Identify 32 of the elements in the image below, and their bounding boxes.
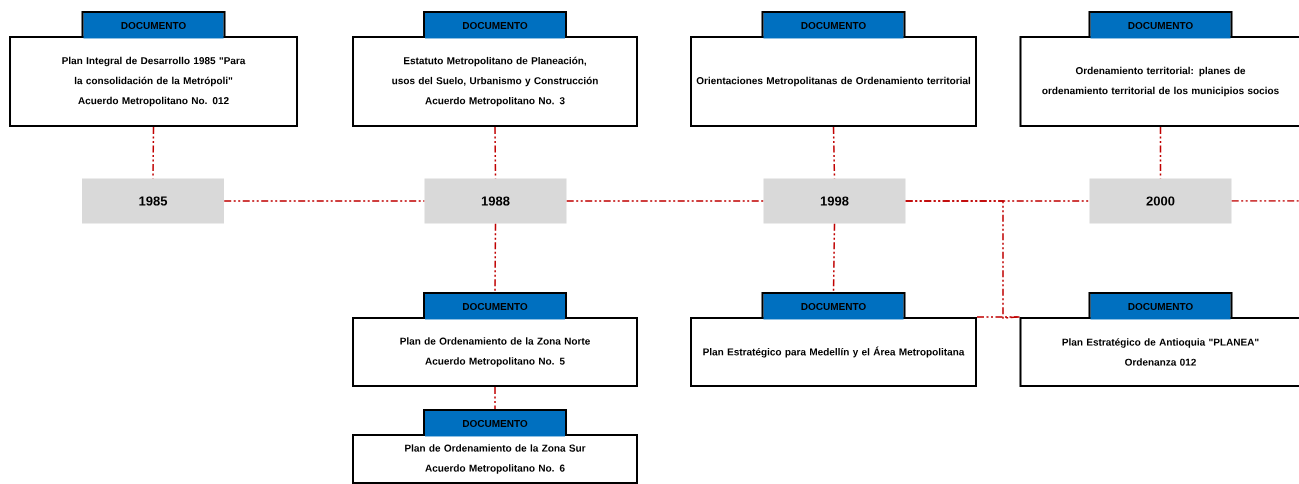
document-tab: DOCUMENTO [761,11,906,39]
document-tab: DOCUMENTO [1088,11,1233,39]
year-box: 2000 [1089,178,1232,224]
document-text: Ordenanza 012 [1125,358,1196,366]
document-text: Acuerdo Metropolitano No. 5 [425,357,565,367]
connector-line [494,386,496,410]
document-text: Ordenamiento territorial: planes de ordenamiento territorial de los municipios socios [1042,66,1279,97]
document-text: Plan Estratégico de Antioquia "PLANEA" [1062,338,1259,348]
document-text: Plan de Ordenamiento de la Zona Sur [405,444,586,452]
document-tab: DOCUMENTO [761,292,906,320]
document-tab: DOCUMENTO [423,409,567,437]
document-text: Acuerdo Metropolitano No. 3 [425,96,565,107]
document-text: Acuerdo Metropolitano No. 012 [78,96,229,107]
connector-line [494,222,497,293]
document-tab: DOCUMENTO [1088,292,1233,320]
year-box: 1988 [424,178,567,224]
connector-line [565,200,765,202]
document-text: Acuerdo Metropolitano No. 6 [425,464,565,474]
document-tab: DOCUMENTO [423,292,567,320]
year-box: 1985 [82,178,224,224]
document-text: Plan Integral de Desarrollo 1985 "Para la consolidación de la Metrópoli" [62,56,246,87]
connector-line [832,222,836,293]
document-text: Estatuto Metropolitano de Planeación, usos del Suelo, Urbanismo y Construcción [392,56,598,87]
document-text: Orientaciones Metropolitanas de Ordenamiento territorial [696,76,971,87]
document-text: Plan Estratégico para Medellín y el Área Metropolitana [703,346,965,358]
year-box: 1998 [763,178,906,224]
connector-line [223,200,426,202]
document-tab: DOCUMENTO [423,11,567,39]
document-tab: DOCUMENTO [81,11,226,39]
document-text: Plan de Ordenamiento de la Zona Norte [400,337,590,345]
connector-line [976,316,1021,318]
connector-line [1230,200,1299,202]
